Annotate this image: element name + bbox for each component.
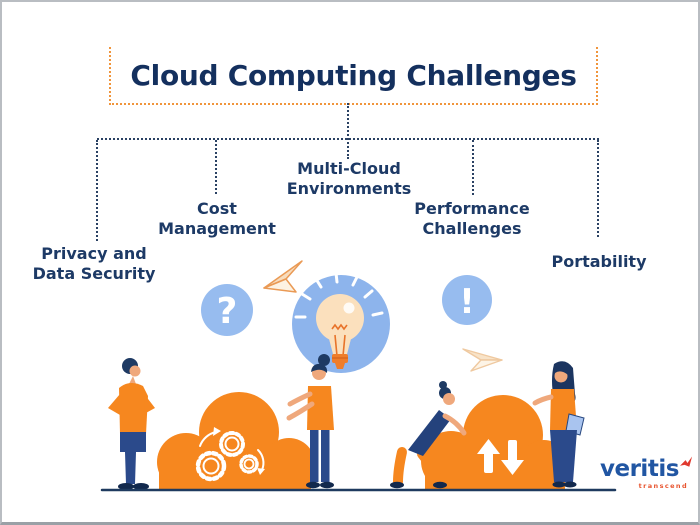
branch-privacy-data-security: Privacy and Data Security <box>24 244 164 283</box>
connector-drop-performance <box>472 140 474 195</box>
cloud-transfer-icon <box>421 395 569 491</box>
man-standing-figure <box>108 358 155 490</box>
branch-label-line: Performance <box>414 199 530 218</box>
branch-multi-cloud-environments: Multi-Cloud Environments <box>269 159 429 198</box>
paper-plane-icon <box>263 260 303 293</box>
question-mark-icon: ? <box>201 284 253 336</box>
branch-label-line: Portability <box>551 252 647 271</box>
branch-label-line: Management <box>158 218 276 238</box>
question-mark-glyph: ? <box>217 291 238 332</box>
logo-check-mark-icon <box>679 456 692 467</box>
branch-label-line: Challenges <box>422 218 522 238</box>
cloud-gears-icon <box>157 392 315 491</box>
connector-drop-privacy <box>96 140 98 241</box>
branch-label-line: Environments <box>286 178 412 198</box>
branch-portability: Portability <box>544 252 654 272</box>
woman-gesturing-figure <box>286 354 334 489</box>
veritis-logo: veritis transcend <box>600 456 692 490</box>
connector-drop-cost <box>215 140 217 194</box>
woman-holding-folder-figure <box>532 361 585 488</box>
up-down-arrows-icon <box>477 439 524 475</box>
title-box: Cloud Computing Challenges <box>109 47 598 105</box>
connector-horizontal <box>97 138 599 140</box>
logo-brand-text: veritis <box>600 456 679 482</box>
lightbulb-icon <box>292 271 390 373</box>
exclamation-mark-glyph: ! <box>459 282 475 322</box>
logo-tagline-text: transcend <box>638 482 688 490</box>
branch-label-line: Multi-Cloud <box>297 159 401 178</box>
branch-cost-management: Cost Management <box>142 199 292 238</box>
exclamation-mark-icon: ! <box>442 275 492 325</box>
branch-performance-challenges: Performance Challenges <box>397 199 547 238</box>
connector-drop-portability <box>597 140 599 237</box>
branch-label-line: Data Security <box>32 263 156 283</box>
branch-label-line: Cost <box>197 199 237 218</box>
branch-label-line: Privacy and <box>41 244 147 263</box>
page-title: Cloud Computing Challenges <box>130 58 577 92</box>
paper-plane-icon-2 <box>462 348 503 372</box>
connector-title-stem <box>347 103 349 159</box>
woman-lifting-cloud-figure <box>390 381 467 489</box>
